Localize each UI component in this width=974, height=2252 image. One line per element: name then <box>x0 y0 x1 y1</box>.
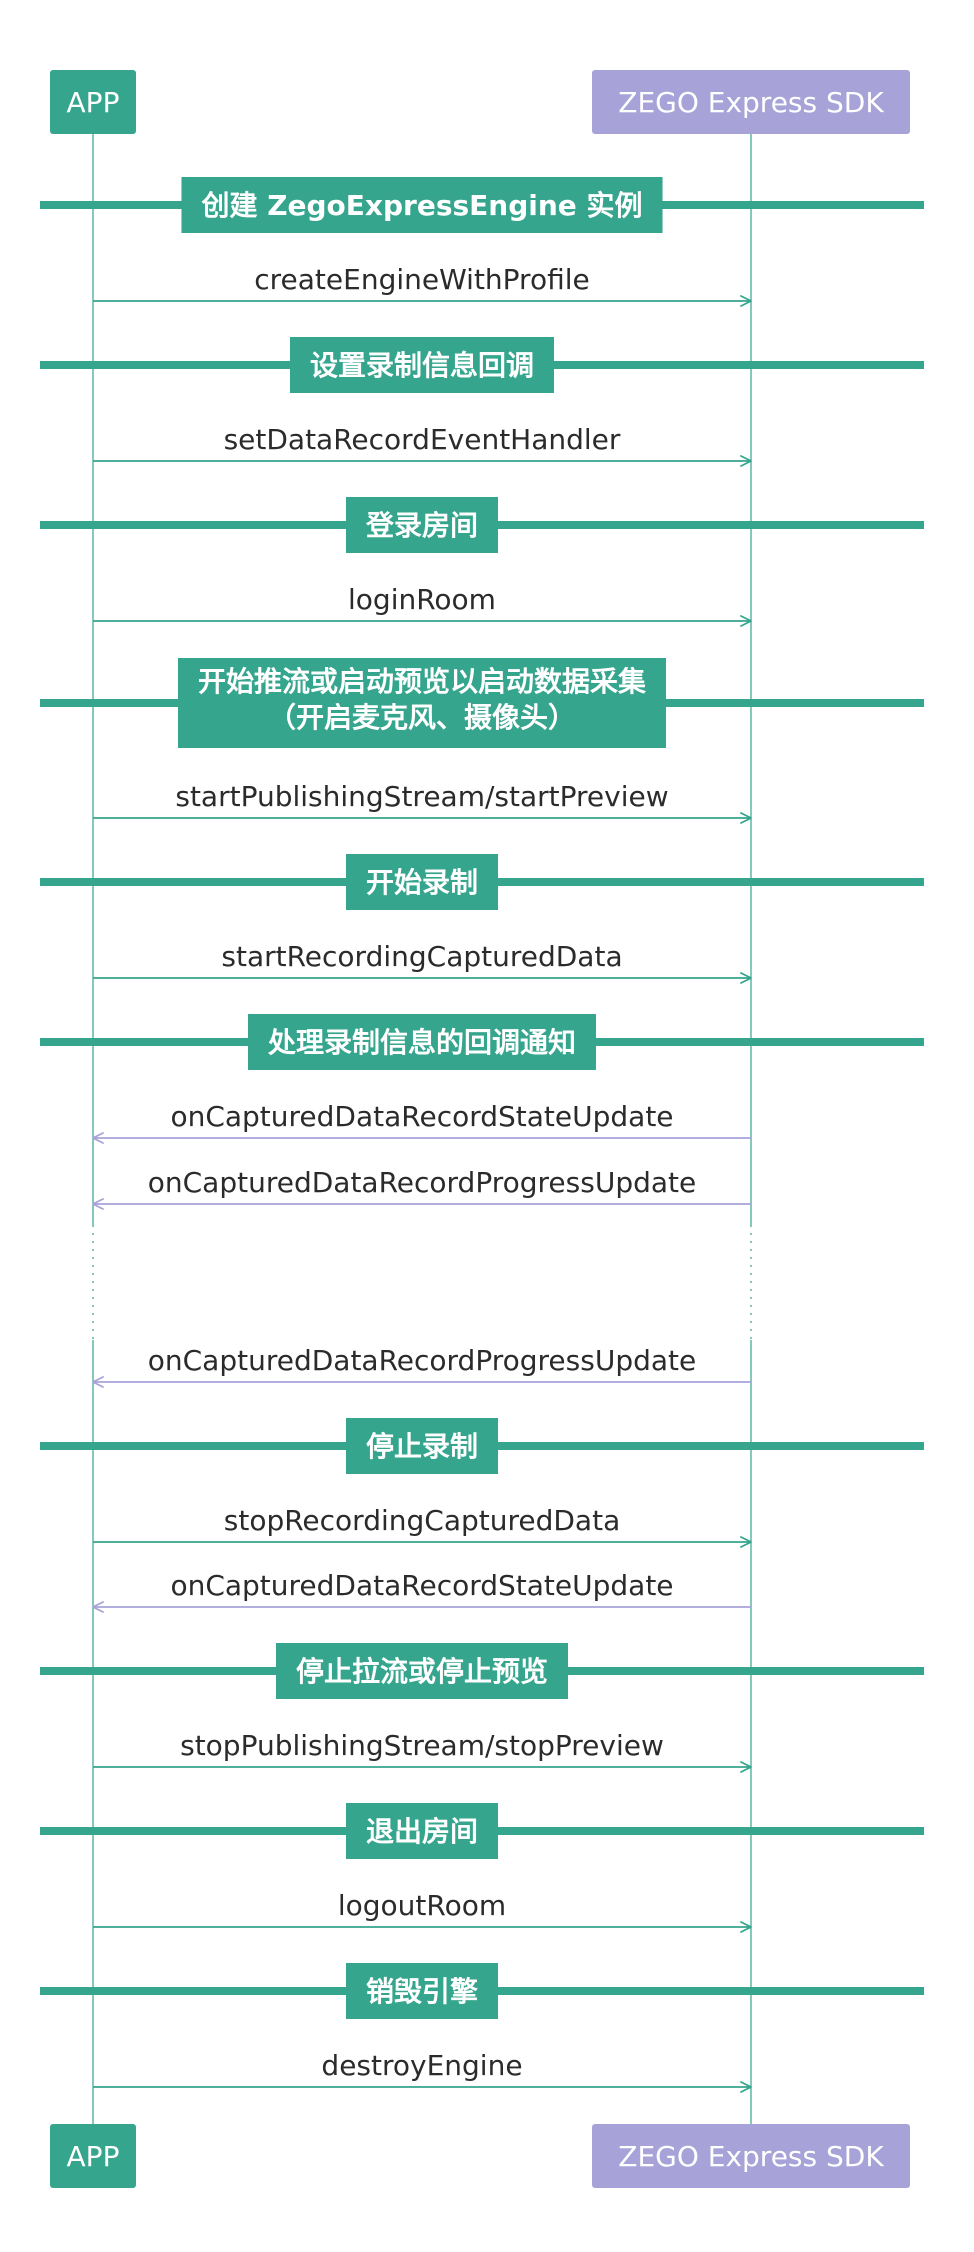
call-message: createEngineWithProfile <box>93 263 752 307</box>
section-label-box <box>247 1014 597 1070</box>
section-divider: 开始录制 <box>40 854 924 910</box>
section-label-box <box>345 854 499 910</box>
message-label: destroyEngine <box>321 2049 522 2082</box>
call-message: stopPublishingStream/stopPreview <box>93 1729 752 1773</box>
section-label: 登录房间 <box>365 509 478 542</box>
message-label: stopPublishingStream/stopPreview <box>180 1729 664 1762</box>
section-label-box <box>177 658 667 748</box>
call-message: startPublishingStream/startPreview <box>93 780 752 824</box>
callback-message: onCapturedDataRecordStateUpdate <box>92 1100 751 1144</box>
message-label: startRecordingCapturedData <box>221 940 622 973</box>
participant-box <box>592 2124 910 2188</box>
section-label: 销毁引擎 <box>366 1975 478 2008</box>
section-label-box <box>181 177 663 233</box>
section-divider: 创建 ZegoExpressEngine 实例 <box>40 177 924 233</box>
section-label-box <box>345 1803 499 1859</box>
callback-message: onCapturedDataRecordProgressUpdate <box>92 1344 751 1388</box>
call-message: setDataRecordEventHandler <box>93 423 752 467</box>
message-label: onCapturedDataRecordProgressUpdate <box>148 1166 696 1199</box>
section-divider: 退出房间 <box>40 1803 924 1859</box>
participant-app-head: APP <box>50 70 136 134</box>
section-label: 停止录制 <box>366 1430 478 1463</box>
message-label: setDataRecordEventHandler <box>224 423 621 456</box>
section-label: 开始录制 <box>366 866 478 899</box>
participant-label: APP <box>67 2140 120 2173</box>
section-label-box <box>345 1963 499 2019</box>
call-message: startRecordingCapturedData <box>93 940 752 984</box>
participant-box <box>592 70 910 134</box>
participant-label: APP <box>67 86 120 119</box>
call-message: loginRoom <box>93 583 752 627</box>
section-label-box <box>345 497 499 553</box>
participant-box <box>50 2124 136 2188</box>
callback-message: onCapturedDataRecordStateUpdate <box>92 1569 751 1613</box>
section-label: 开始推流或启动预览以启动数据采集 <box>198 665 646 698</box>
participant-box <box>50 70 136 134</box>
message-label: loginRoom <box>348 583 496 616</box>
section-label: 设置录制信息回调 <box>310 349 534 382</box>
section-divider: 开始推流或启动预览以启动数据采集（开启麦克风、摄像头） <box>40 658 924 748</box>
message-label: onCapturedDataRecordProgressUpdate <box>148 1344 696 1377</box>
section-divider: 设置录制信息回调 <box>40 337 924 393</box>
call-message: stopRecordingCapturedData <box>93 1504 752 1548</box>
section-divider: 销毁引擎 <box>40 1963 924 2019</box>
participant-label: ZEGO Express SDK <box>618 2140 884 2173</box>
section-label: 停止拉流或停止预览 <box>296 1655 548 1688</box>
message-label: startPublishingStream/startPreview <box>175 780 668 813</box>
section-label-box <box>289 337 555 393</box>
section-divider: 停止拉流或停止预览 <box>40 1643 924 1699</box>
participant-label: ZEGO Express SDK <box>618 86 884 119</box>
section-divider: 登录房间 <box>40 497 924 553</box>
section-label: 创建 ZegoExpressEngine 实例 <box>200 189 642 222</box>
section-label-box <box>345 1418 499 1474</box>
message-label: logoutRoom <box>338 1889 506 1922</box>
section-label: （开启麦克风、摄像头） <box>268 701 576 734</box>
section-label: 退出房间 <box>366 1815 478 1848</box>
call-message: destroyEngine <box>93 2049 752 2093</box>
call-message: logoutRoom <box>93 1889 752 1933</box>
message-label: onCapturedDataRecordStateUpdate <box>170 1569 673 1602</box>
section-label: 处理录制信息的回调通知 <box>267 1026 576 1059</box>
section-divider: 处理录制信息的回调通知 <box>40 1014 924 1070</box>
section-label-box <box>275 1643 569 1699</box>
message-label: createEngineWithProfile <box>254 263 589 296</box>
participant-app-foot: APP <box>50 2124 136 2188</box>
message-label: stopRecordingCapturedData <box>224 1504 620 1537</box>
section-divider: 停止录制 <box>40 1418 924 1474</box>
participant-sdk-head: ZEGO Express SDK <box>592 70 910 134</box>
callback-message: onCapturedDataRecordProgressUpdate <box>92 1166 751 1210</box>
message-label: onCapturedDataRecordStateUpdate <box>170 1100 673 1133</box>
participant-sdk-foot: ZEGO Express SDK <box>592 2124 910 2188</box>
